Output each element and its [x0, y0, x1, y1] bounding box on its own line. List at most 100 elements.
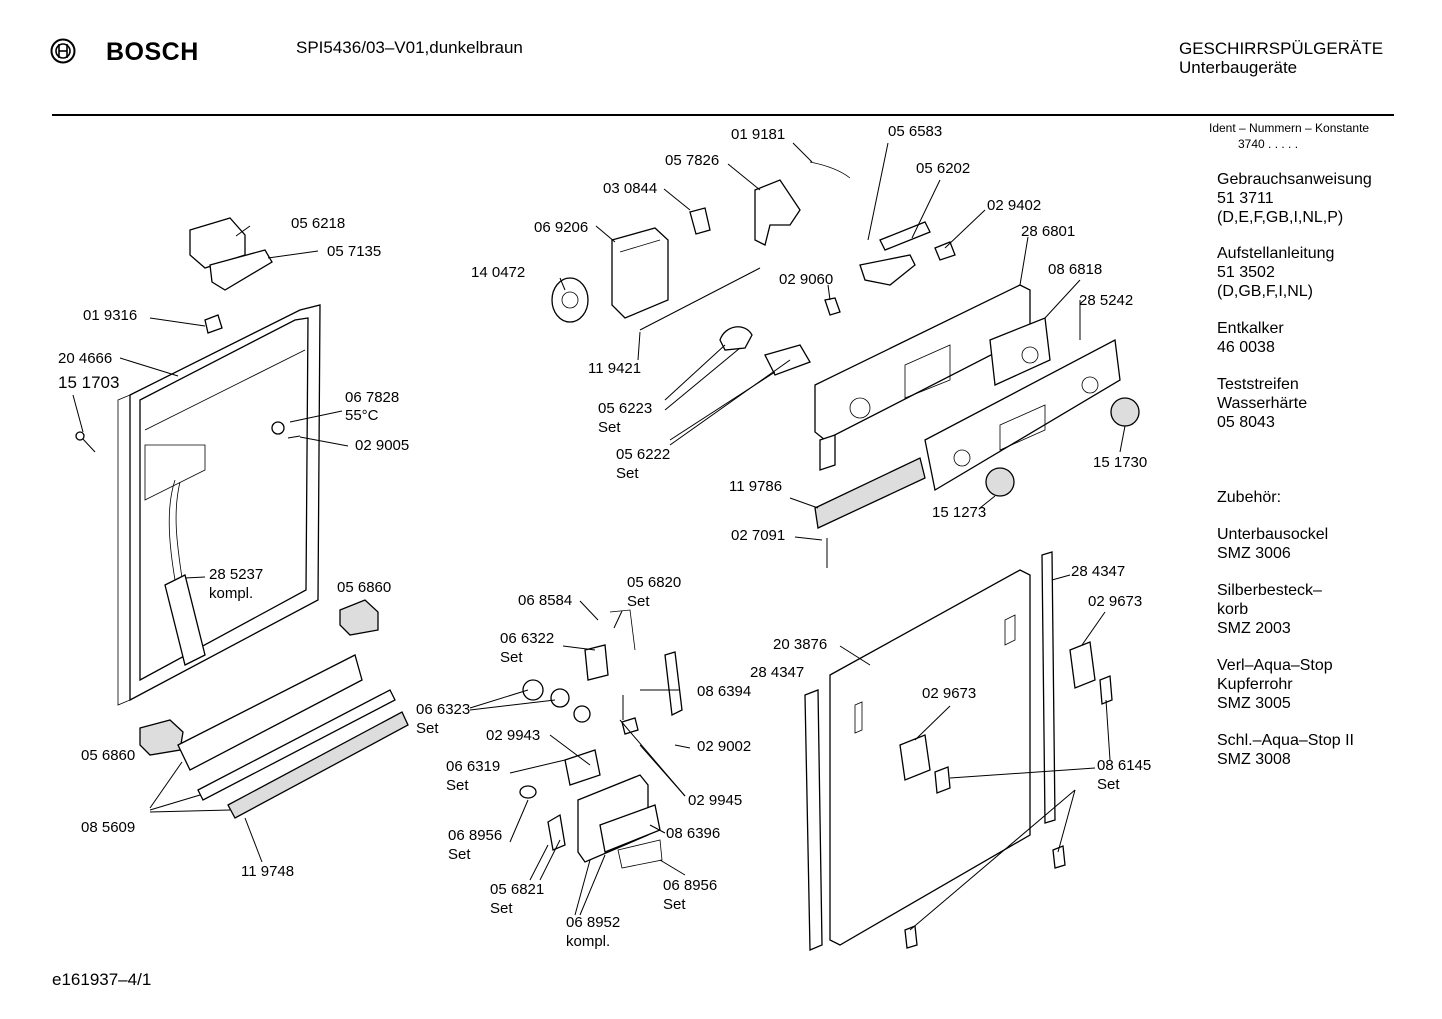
- part-label: 11 9786: [729, 478, 783, 495]
- part-label: 02 9945: [688, 792, 743, 809]
- switch-056202: [879, 221, 931, 251]
- part-029060: [824, 297, 841, 316]
- part-label: 01 9316: [83, 307, 138, 324]
- part-label: 28 6801: [1021, 223, 1076, 240]
- bracket-086145-a: [1099, 675, 1113, 705]
- control-module: [611, 227, 669, 319]
- selector-gear: [719, 326, 753, 351]
- panel-insert-knob-hole: [1021, 346, 1039, 364]
- category-title: GESCHIRRSPÜLGERÄTE: [1179, 39, 1384, 58]
- part-label: 05 7826: [665, 152, 720, 169]
- seal-strip: [197, 689, 396, 801]
- panel-strip: [814, 457, 926, 529]
- sidebar-line: Wasserhärte: [1217, 395, 1308, 412]
- bosch-logo-icon: [50, 38, 76, 64]
- part-label: 05 6222: [616, 446, 671, 463]
- cable-harness: [164, 479, 206, 666]
- part-label: 08 6394: [697, 683, 752, 700]
- part-label: Set: [416, 720, 439, 737]
- part-label: 06 6322: [500, 630, 555, 647]
- thermostat: [271, 421, 301, 439]
- glass-panel: [924, 338, 1121, 492]
- part-label: 15 1730: [1093, 454, 1148, 471]
- part-label: 11 9421: [588, 360, 642, 377]
- part-label: 28 5242: [1079, 292, 1134, 309]
- part-label: 06 8956: [663, 877, 718, 894]
- part-label: Set: [490, 900, 513, 917]
- part-label: Set: [1097, 776, 1120, 793]
- clip-019316: [204, 314, 223, 334]
- sidebar-line: Silberbesteck–: [1217, 582, 1322, 599]
- bracket-057826: [754, 179, 801, 246]
- part-label: 03 0844: [603, 180, 658, 197]
- door-latch: [189, 217, 273, 291]
- sidebar-line: Unterbausockel: [1217, 526, 1329, 543]
- sidebar-line: 51 3502: [1217, 264, 1275, 281]
- part-label: 02 9943: [486, 727, 541, 744]
- part-label: 05 6821: [490, 881, 545, 898]
- sensor-030844: [689, 207, 711, 235]
- sidebar-group-manual: Gebrauchsanweisung 51 3711 (D,E,F,GB,I,N…: [1217, 170, 1372, 227]
- bracket-086145-b: [934, 766, 951, 794]
- door-lock-assembly: [519, 609, 683, 869]
- part-label: 15 1703: [58, 373, 120, 392]
- part-label: 02 9673: [1088, 593, 1143, 610]
- sidebar-line: (D,E,F,GB,I,NL,P): [1217, 209, 1344, 226]
- part-label: 06 7828: [345, 389, 400, 406]
- part-label: 06 6319: [446, 758, 501, 775]
- sidebar-line: (D,GB,F,I,NL): [1217, 283, 1314, 300]
- sidebar-line: SMZ 3008: [1217, 751, 1291, 768]
- ident-title: Ident – Nummern – Konstante: [1209, 121, 1370, 135]
- sidebar-line: SMZ 3005: [1217, 695, 1291, 712]
- part-label: 08 6145: [1097, 757, 1152, 774]
- sidebar-line: 46 0038: [1217, 339, 1275, 356]
- sidebar-line: Verl–Aqua–Stop: [1217, 657, 1333, 674]
- part-label: 05 6223: [598, 400, 653, 417]
- outer-door-panel: [829, 569, 1031, 946]
- sidebar-line: Aufstellanleitung: [1217, 245, 1335, 262]
- foam-block-upper: [339, 599, 379, 636]
- model-number: SPI5436/03–V01,dunkelbraun: [296, 38, 523, 57]
- sidebar-group-aquastop: Verl–Aqua–Stop Kupferrohr SMZ 3005: [1217, 656, 1333, 713]
- part-label: 05 7135: [327, 243, 382, 260]
- part-label: 28 4347: [750, 664, 805, 681]
- ident-value: 3740 . . . . .: [1238, 137, 1299, 151]
- part-label: 05 6860: [81, 747, 136, 764]
- category-subtitle: Unterbaugeräte: [1179, 58, 1298, 77]
- part-label: Set: [598, 419, 621, 436]
- part-label: 02 9673: [922, 685, 977, 702]
- sidebar-group-installation: Aufstellanleitung 51 3502 (D,GB,F,I,NL): [1217, 244, 1334, 301]
- part-label: 06 9206: [534, 219, 589, 236]
- sidebar-line: Entkalker: [1217, 320, 1284, 337]
- part-label: 28 4347: [1071, 563, 1126, 580]
- part-label: 02 9060: [779, 271, 834, 288]
- part-label: 02 9002: [697, 738, 752, 755]
- inner-door-panel: [117, 304, 321, 706]
- part-056583: [859, 254, 916, 286]
- part-label: 05 6820: [627, 574, 682, 591]
- part-label: 55°C: [345, 407, 379, 424]
- part-label: 05 6202: [916, 160, 971, 177]
- knob-151730: [1110, 397, 1140, 427]
- part-label: Set: [500, 649, 523, 666]
- actuator-rod: [639, 267, 761, 331]
- part-label: 11 9748: [241, 863, 295, 880]
- hinge-right: [1069, 641, 1096, 689]
- part-label: 08 6396: [666, 825, 721, 842]
- sidebar-group-accessories: Zubehör:: [1217, 488, 1281, 507]
- part-label: 06 6323: [416, 701, 471, 718]
- sidebar-group-plinth: Unterbausockel SMZ 3006: [1217, 525, 1328, 563]
- part-label: 01 9181: [731, 126, 786, 143]
- sidebar-line: 51 3711: [1217, 190, 1274, 207]
- sidebar-line: Kupferrohr: [1217, 676, 1293, 693]
- part-label: 28 5237: [209, 566, 264, 583]
- sidebar-line: Gebrauchsanweisung: [1217, 171, 1372, 188]
- sidebar-line: Schl.–Aqua–Stop II: [1217, 732, 1354, 749]
- part-label: kompl.: [209, 585, 254, 602]
- knob-151273: [985, 467, 1015, 497]
- part-label: 02 9005: [355, 437, 410, 454]
- part-label: 02 7091: [731, 527, 786, 544]
- timer-motor: [551, 277, 589, 323]
- sidebar-group-cutlery: Silberbesteck– korb SMZ 2003: [1217, 581, 1322, 638]
